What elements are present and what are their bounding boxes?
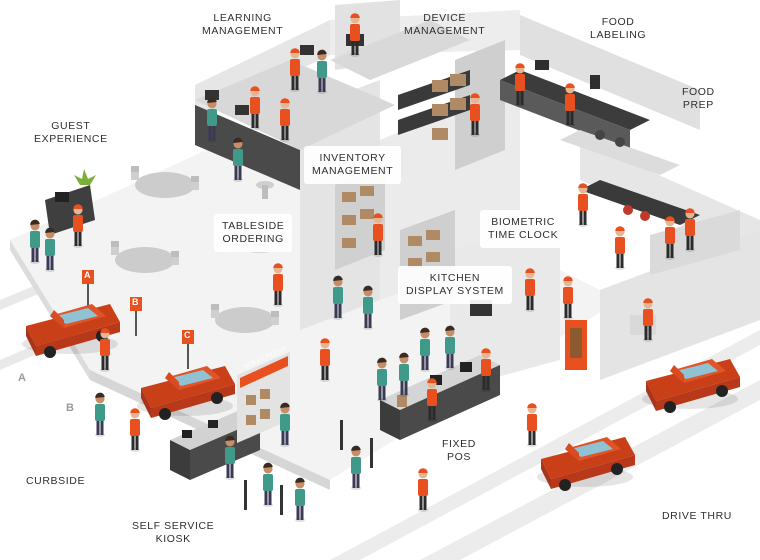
kds-wall [470, 300, 656, 370]
lane-marker-b: B [66, 402, 74, 414]
label-food-labeling: FOOD LABELING [590, 16, 647, 41]
parking-sign-c: C [184, 330, 191, 340]
label-kitchen-display-system: KITCHEN DISPLAY SYSTEM [398, 266, 512, 304]
label-curbside: CURBSIDE [26, 475, 86, 487]
label-guest-experience: GUEST EXPERIENCE [34, 120, 108, 145]
label-drive-thru: DRIVE THRU [662, 510, 732, 522]
label-device-management: DEVICE MANAGEMENT [404, 12, 486, 37]
lane-marker-a: A [18, 372, 26, 384]
parking-sign-a: A [84, 270, 91, 280]
label-self-service-kiosk: SELF SERVICE KIOSK [132, 520, 215, 545]
label-inventory-management: INVENTORY MANAGEMENT [304, 146, 402, 184]
label-learning-management: LEARNING MANAGEMENT [202, 12, 284, 37]
learning-counter [195, 60, 395, 190]
label-tableside-ordering: TABLESIDE ORDERING [214, 214, 293, 252]
device-management-room [300, 20, 505, 170]
parking-sign-b: B [132, 297, 139, 307]
pos-counter [380, 355, 500, 440]
parking-signs [82, 270, 194, 369]
label-fixed-pos: FIXED POS [434, 432, 484, 470]
label-food-prep: FOOD PREP [682, 86, 715, 111]
label-biometric-time-clock: BIOMETRIC TIME CLOCK [480, 210, 567, 248]
